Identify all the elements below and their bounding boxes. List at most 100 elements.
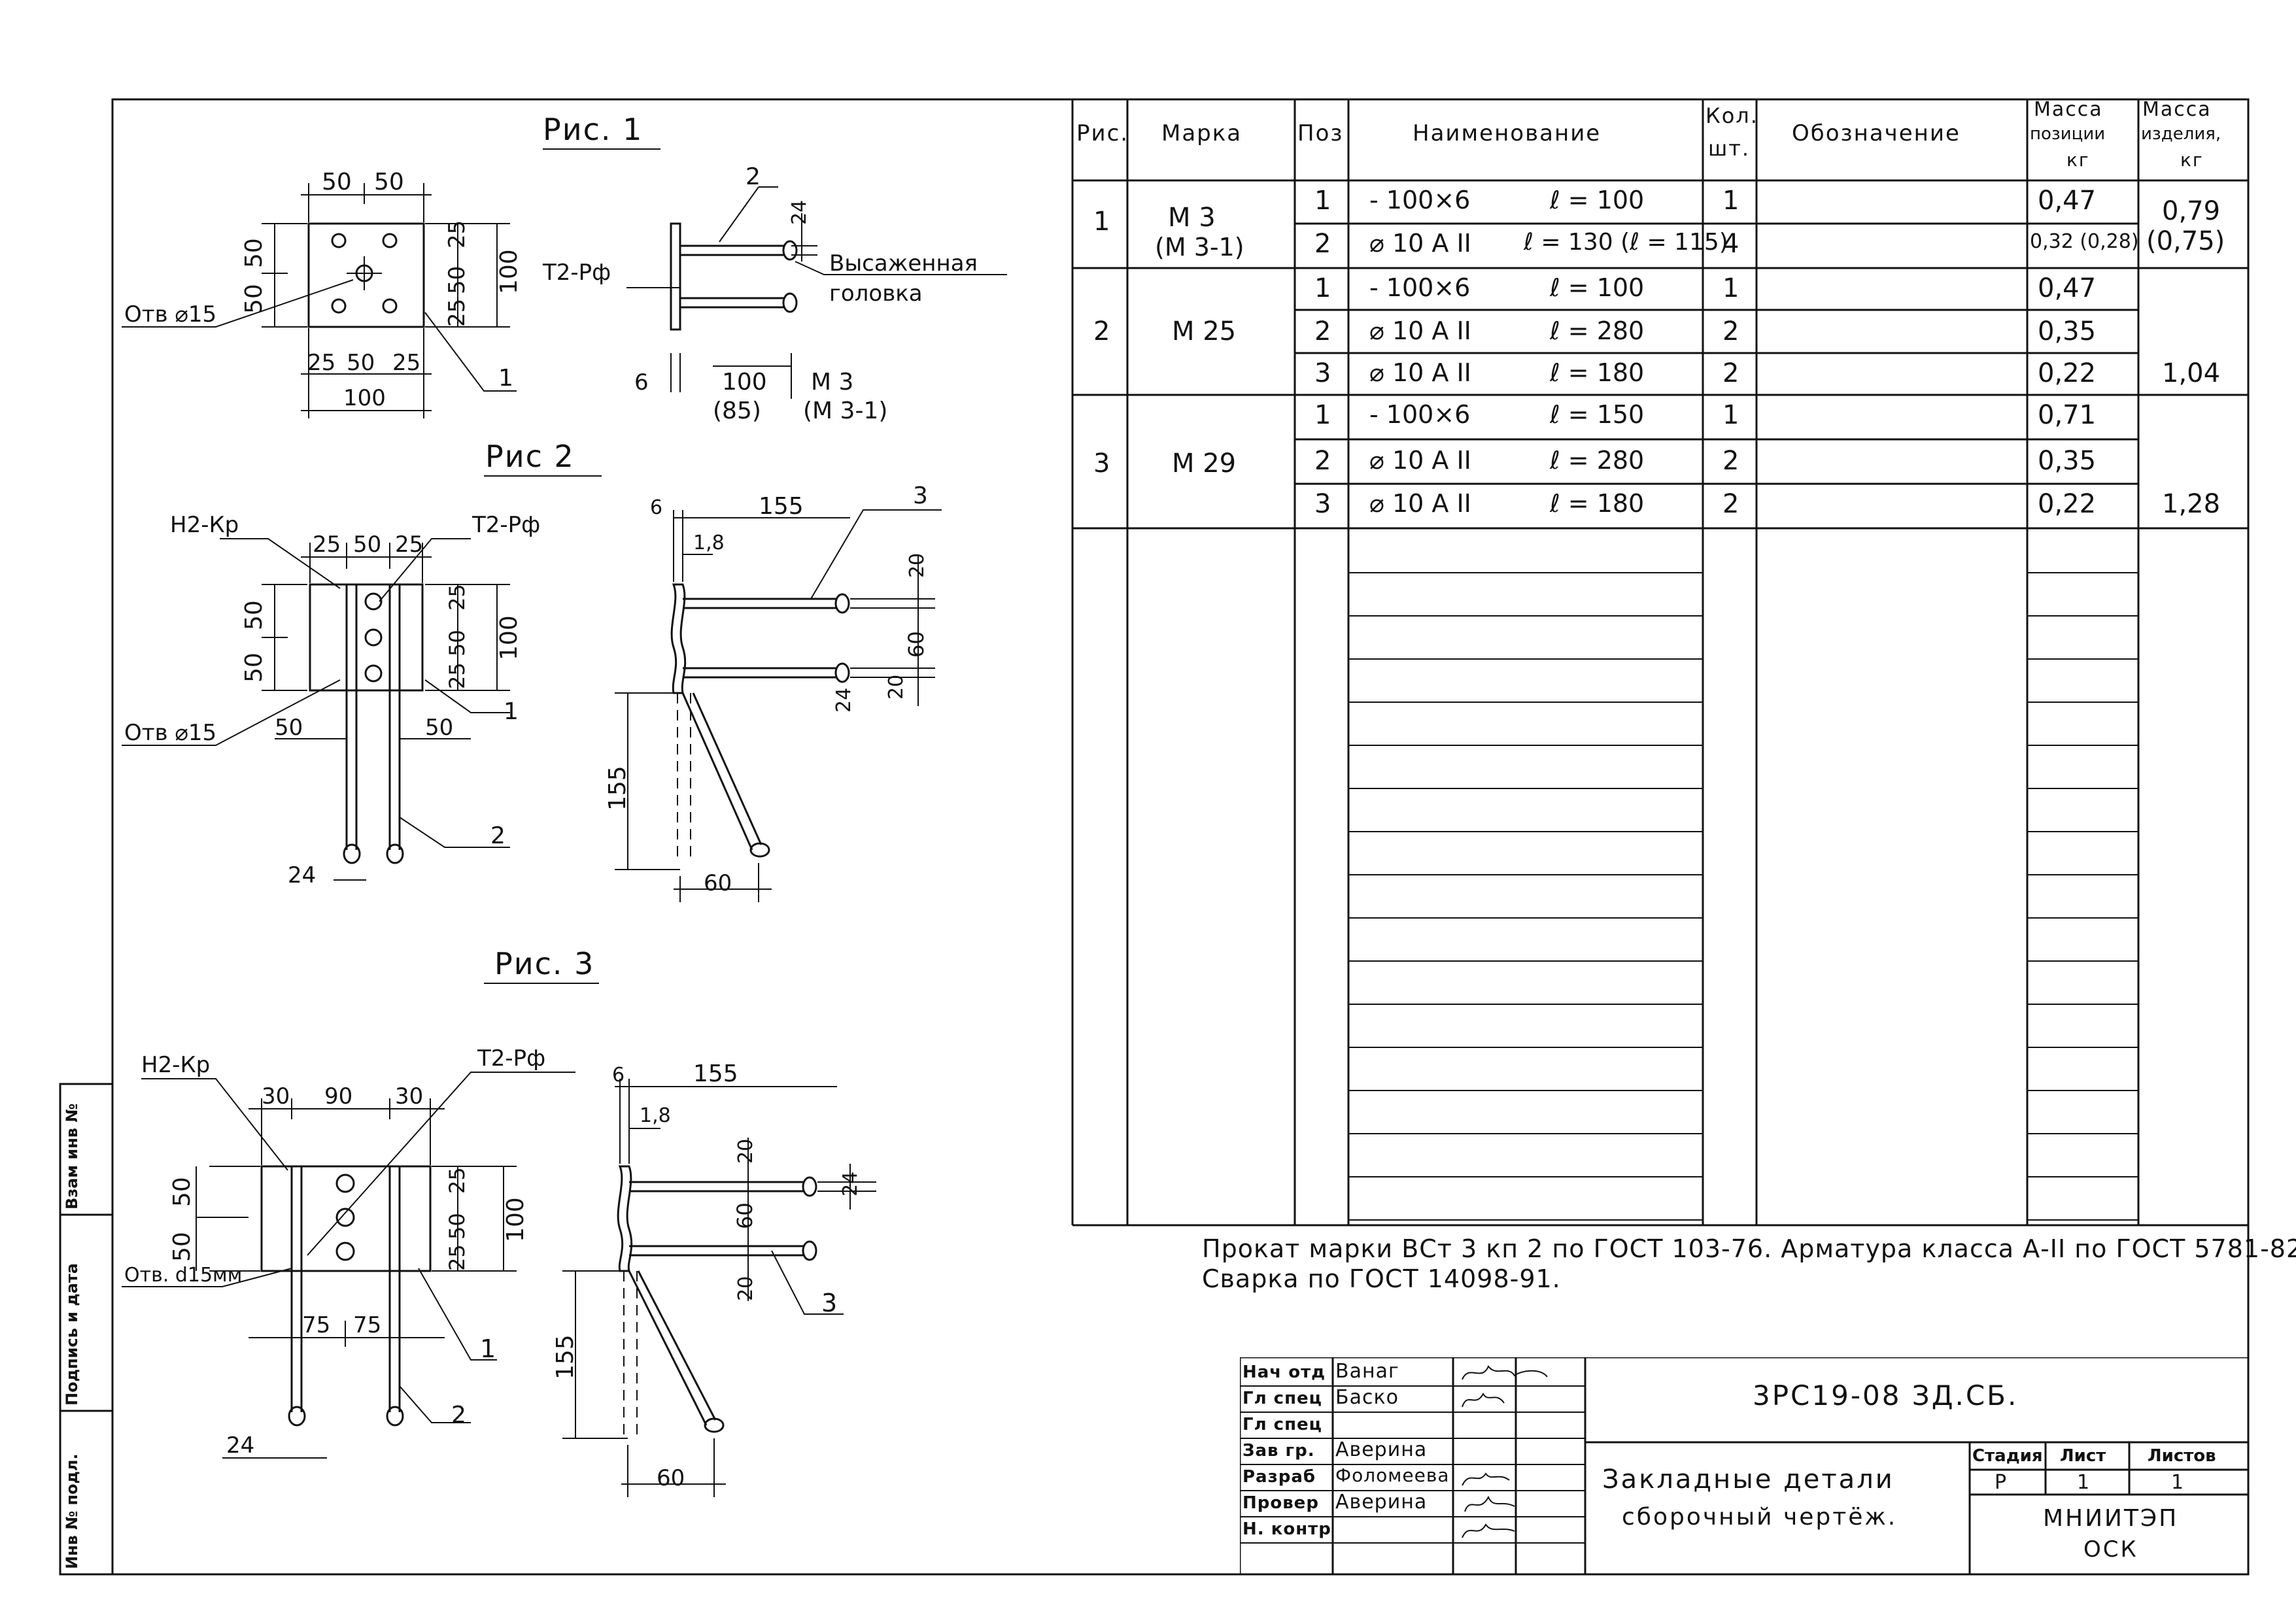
svg-text:25: 25 bbox=[445, 1244, 470, 1271]
g1-r2-len: ℓ = 130 (ℓ = 115) bbox=[1524, 229, 1728, 256]
tb-role-5: Провер bbox=[1242, 1493, 1319, 1513]
svg-text:6: 6 bbox=[634, 369, 649, 396]
svg-text:Н2-Кр: Н2-Кр bbox=[141, 1052, 210, 1078]
spec-table-empty-rows bbox=[1348, 572, 2138, 1221]
g2-r1-len: ℓ = 100 bbox=[1550, 273, 1645, 302]
g1-mark: М 3 bbox=[1168, 203, 1216, 233]
g2-r2-mass: 0,35 bbox=[2038, 316, 2097, 347]
g3-r2-qty: 2 bbox=[1722, 446, 1739, 476]
note-line-2: Сварка по ГОСТ 14098-91. bbox=[1202, 1264, 1561, 1293]
g3-r2-mass: 0,35 bbox=[2038, 446, 2097, 476]
g2-r2-len: ℓ = 280 bbox=[1550, 316, 1645, 345]
g2-r3-name: ⌀ 10 А II bbox=[1369, 358, 1471, 387]
svg-text:30: 30 bbox=[262, 1083, 290, 1109]
tb-title-b: сборочный чертёж. bbox=[1622, 1504, 1898, 1531]
side-sign-date: Подпись и дата bbox=[63, 1263, 81, 1406]
svg-text:50: 50 bbox=[445, 1213, 470, 1240]
svg-text:25: 25 bbox=[445, 1167, 470, 1194]
svg-text:50: 50 bbox=[241, 652, 267, 683]
svg-text:50: 50 bbox=[169, 1232, 196, 1262]
svg-text:25: 25 bbox=[444, 220, 470, 248]
tb-role-1: Гл спец bbox=[1242, 1389, 1322, 1408]
svg-text:60: 60 bbox=[657, 1465, 685, 1491]
svg-text:50: 50 bbox=[445, 630, 470, 656]
svg-text:50: 50 bbox=[444, 266, 470, 294]
svg-text:25: 25 bbox=[445, 662, 470, 689]
g3-r1-mass: 0,71 bbox=[2038, 400, 2097, 430]
svg-text:20: 20 bbox=[734, 1276, 757, 1301]
hdr-mass-pos-a: Масса bbox=[2034, 98, 2103, 121]
svg-text:155: 155 bbox=[759, 493, 804, 520]
svg-text:25: 25 bbox=[395, 532, 423, 558]
fig3-title: Рис. 3 bbox=[494, 946, 594, 981]
g1-mark2: (М 3-1) bbox=[1155, 233, 1244, 262]
svg-text:24: 24 bbox=[788, 200, 811, 225]
tb-name-4: Фоломеева bbox=[1335, 1464, 1450, 1486]
svg-text:60: 60 bbox=[732, 1202, 757, 1229]
svg-text:50: 50 bbox=[322, 169, 352, 195]
svg-text:1: 1 bbox=[480, 1334, 496, 1363]
svg-text:100: 100 bbox=[502, 1197, 529, 1242]
g3-item-mass: 1,28 bbox=[2162, 489, 2221, 519]
svg-text:50: 50 bbox=[425, 715, 453, 741]
svg-text:75: 75 bbox=[353, 1312, 381, 1338]
tb-name-1: Баско bbox=[1335, 1386, 1399, 1409]
g3-fig: 3 bbox=[1093, 448, 1110, 479]
svg-text:50: 50 bbox=[241, 284, 267, 314]
svg-text:50: 50 bbox=[353, 532, 381, 558]
g2-r3-mass: 0,22 bbox=[2038, 358, 2097, 388]
hdr-qty-a: Кол. bbox=[1705, 103, 1758, 128]
hdr-mass-item-a: Масса bbox=[2142, 98, 2212, 121]
fig1-labels: Рис. 1 50 50 50 50 25 50 25 100 Отв ⌀15 … bbox=[124, 112, 978, 424]
svg-text:1: 1 bbox=[504, 698, 519, 725]
g1-r1-mass: 0,47 bbox=[2038, 186, 2097, 216]
hdr-qty-b: шт. bbox=[1708, 136, 1751, 161]
g3-r1-name: - 100×6 bbox=[1369, 400, 1471, 429]
svg-text:100: 100 bbox=[722, 369, 767, 396]
g3-r1-len: ℓ = 150 bbox=[1550, 400, 1645, 429]
hdr-name: Наименование bbox=[1413, 120, 1602, 146]
svg-text:30: 30 bbox=[395, 1083, 423, 1109]
svg-text:3: 3 bbox=[913, 482, 928, 509]
g1-r2-qty: 4 bbox=[1722, 229, 1739, 259]
side-vzam: Взам инв № bbox=[63, 1103, 81, 1210]
svg-text:25: 25 bbox=[307, 350, 335, 376]
hdr-designation: Обозначение bbox=[1792, 120, 1961, 146]
g1-r2-name: ⌀ 10 А II bbox=[1369, 229, 1471, 258]
tb-role-2: Гл спец bbox=[1242, 1415, 1322, 1434]
tb-name-3: Аверина bbox=[1335, 1438, 1428, 1461]
svg-text:24: 24 bbox=[288, 862, 316, 888]
svg-text:60: 60 bbox=[704, 870, 732, 896]
g2-item-mass: 1,04 bbox=[2162, 358, 2221, 388]
signatures bbox=[1462, 1365, 1548, 1538]
hdr-mass-pos-b: позиции bbox=[2030, 124, 2106, 144]
sheet-frame bbox=[111, 98, 2250, 1576]
fig3-labels: Рис. 3 Н2-Кр Т2-Рф 30 90 30 50 50 25 50 … bbox=[124, 946, 862, 1491]
g3-r3-pos: 3 bbox=[1314, 489, 1331, 519]
g2-r1-qty: 1 bbox=[1722, 273, 1739, 303]
svg-text:1,8: 1,8 bbox=[640, 1104, 671, 1127]
svg-text:24: 24 bbox=[832, 688, 855, 713]
tb-org-b: ОСК bbox=[2083, 1536, 2138, 1563]
svg-text:25: 25 bbox=[445, 584, 470, 611]
g1-r1-name: - 100×6 bbox=[1369, 186, 1471, 214]
g1-r1-len: ℓ = 100 bbox=[1550, 186, 1645, 214]
side-strip bbox=[59, 1083, 114, 1576]
svg-text:100: 100 bbox=[343, 385, 386, 411]
g2-r1-name: - 100×6 bbox=[1369, 273, 1471, 302]
hdr-mass-item-c: кг bbox=[2180, 149, 2204, 171]
tb-title-a: Закладные детали bbox=[1602, 1464, 1894, 1495]
tb-role-6: Н. контр bbox=[1242, 1519, 1331, 1539]
svg-text:25: 25 bbox=[313, 532, 341, 558]
svg-text:50: 50 bbox=[275, 715, 303, 741]
tb-sheets-h: Листов bbox=[2148, 1446, 2216, 1466]
svg-text:Т2-Рф: Т2-Рф bbox=[542, 260, 611, 286]
svg-text:1,8: 1,8 bbox=[693, 532, 725, 554]
svg-text:50: 50 bbox=[169, 1177, 196, 1207]
hdr-fig: Рис. bbox=[1076, 120, 1129, 146]
svg-text:50: 50 bbox=[374, 169, 404, 195]
fig1-drawing bbox=[122, 148, 1007, 418]
g1-item-mass2: (0,75) bbox=[2146, 226, 2225, 256]
g2-r1-pos: 1 bbox=[1314, 273, 1331, 303]
svg-text:100: 100 bbox=[496, 249, 523, 294]
